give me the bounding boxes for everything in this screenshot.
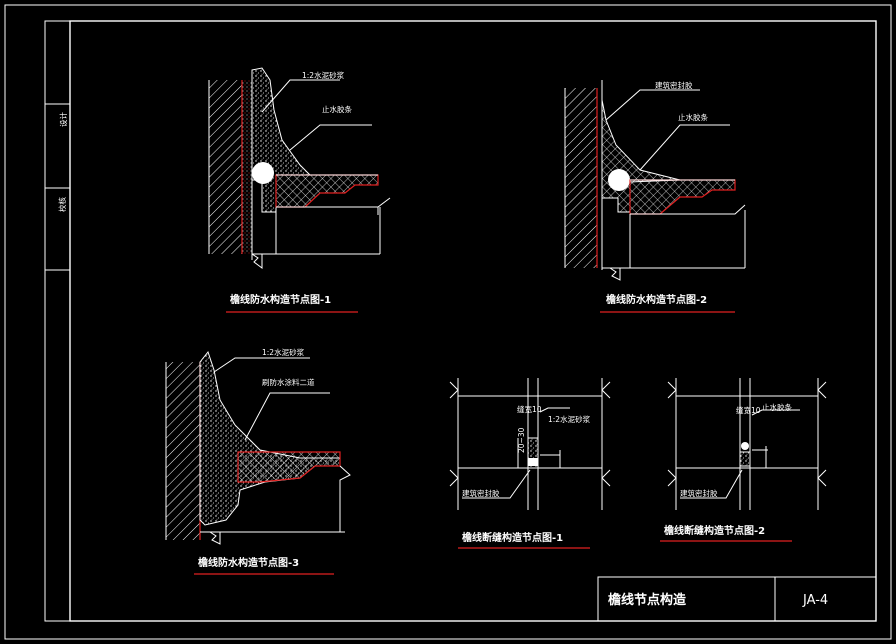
d2-label-sealant: 建筑密封胶 xyxy=(655,80,693,90)
d4-label-gap: 缝宽10 xyxy=(517,404,542,414)
d2-caption: 檐线防水构造节点图-2 xyxy=(606,293,707,306)
d4-label-depth: 20~30 xyxy=(517,427,526,453)
detail-4: 缝宽10 1:2水泥砂浆 20~30 建筑密封胶 檐线断缝构造节点图-1 xyxy=(449,378,611,549)
d5-caption: 檐线断缝构造节点图-2 xyxy=(664,524,765,537)
detail-1: 1:2水泥砂浆 止水胶条 檐线防水构造节点图-1 xyxy=(208,67,391,313)
outer-border xyxy=(4,4,892,640)
d5-label-gap: 缝宽10 xyxy=(736,405,761,415)
d5-label-strip: 止水胶条 xyxy=(762,402,792,412)
detail-3: 1:2水泥砂浆 刷防水涂料二道 檐线防水构造节点图-3 xyxy=(165,347,351,575)
d1-label-mortar: 1:2水泥砂浆 xyxy=(302,70,345,80)
d3-caption: 檐线防水构造节点图-3 xyxy=(198,556,299,569)
side-label-design: 设计 xyxy=(58,112,68,127)
d4-caption: 檐线断缝构造节点图-1 xyxy=(462,531,563,544)
d1-label-strip: 止水胶条 xyxy=(322,104,352,114)
d1-caption: 檐线防水构造节点图-1 xyxy=(230,293,331,306)
detail-5: 缝宽10 止水胶条 建筑密封胶 檐线断缝构造节点图-2 xyxy=(660,378,827,542)
detail-2: 建筑密封胶 止水胶条 檐线防水构造节点图-2 xyxy=(564,80,746,313)
drawing-number: JA-4 xyxy=(802,593,828,608)
sheet-title: 檐线节点构造 xyxy=(608,592,687,608)
d3-label-mortar: 1:2水泥砂浆 xyxy=(262,347,305,357)
d4-label-sealant: 建筑密封胶 xyxy=(462,488,500,498)
d2-label-strip: 止水胶条 xyxy=(678,112,708,122)
side-label-check: 校核 xyxy=(57,197,67,212)
d5-label-sealant: 建筑密封胶 xyxy=(680,488,718,498)
d3-label-coating: 刷防水涂料二道 xyxy=(262,377,315,387)
side-strip xyxy=(44,20,71,622)
d4-label-mortar: 1:2水泥砂浆 xyxy=(548,414,591,424)
title-block xyxy=(597,576,877,622)
